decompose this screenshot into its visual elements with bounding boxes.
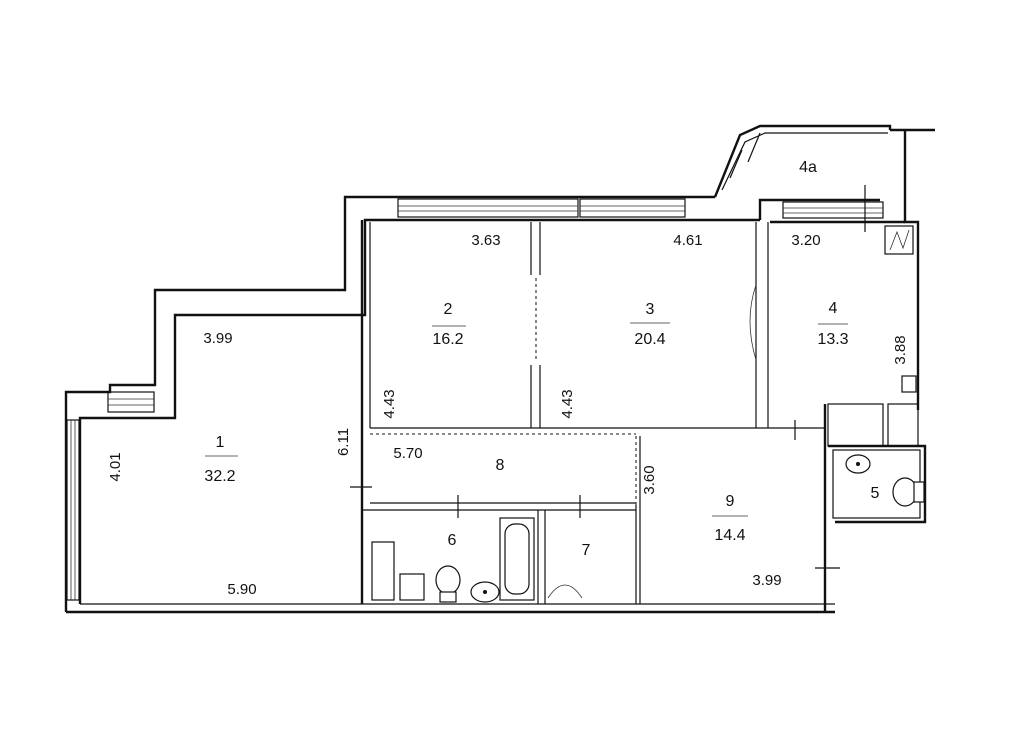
- room-9-number: 9: [726, 493, 735, 510]
- room-4-area: 13.3: [817, 331, 848, 348]
- dim-room4-right: 3.88: [892, 335, 909, 364]
- dim-room2-top: 3.63: [471, 232, 500, 249]
- dimension-labels: 3.99 4.01 5.90 6.11 3.63 4.43 4.61 4.43 …: [107, 232, 909, 598]
- toilet-icon: [435, 565, 461, 595]
- room-4a-number: 4a: [799, 159, 817, 176]
- dim-room9-bottom: 3.99: [752, 572, 781, 589]
- room-3-area: 20.4: [634, 331, 665, 348]
- interior-walls: [350, 220, 921, 604]
- room-1-number: 1: [216, 434, 225, 451]
- room-2-area: 16.2: [432, 331, 463, 348]
- dim-room8-length: 5.70: [393, 445, 422, 462]
- dim-room9-left: 3.60: [641, 465, 658, 494]
- dim-room1-bottom: 5.90: [227, 581, 256, 598]
- dim-room1-left: 4.01: [107, 452, 124, 481]
- room-3-number: 3: [646, 301, 655, 318]
- fixtures: [371, 225, 925, 603]
- room-labels: 1 32.2 2 16.2 3 20.4 4 13.3 4a 5 6 7 8 9…: [204, 159, 879, 559]
- dim-room3-top: 4.61: [673, 232, 702, 249]
- exterior-walls: [64, 128, 935, 614]
- room-6-number: 6: [448, 532, 457, 549]
- room-4-number: 4: [829, 300, 838, 317]
- room-7-number: 7: [582, 542, 591, 559]
- dim-room1-top: 3.99: [203, 330, 232, 347]
- dim-room2-left: 4.43: [381, 389, 398, 418]
- windows: [66, 198, 884, 601]
- dim-room4-top: 3.20: [791, 232, 820, 249]
- loggia: [713, 124, 892, 232]
- room-5-number: 5: [871, 485, 880, 502]
- dim-room1-right: 6.11: [335, 428, 352, 456]
- dim-room3-left: 4.43: [559, 389, 576, 418]
- room-1-area: 32.2: [204, 468, 235, 485]
- room-9-area: 14.4: [714, 527, 745, 544]
- vent-shaft-icon: [884, 225, 914, 255]
- room-2-number: 2: [444, 301, 453, 318]
- room-8-number: 8: [496, 457, 505, 474]
